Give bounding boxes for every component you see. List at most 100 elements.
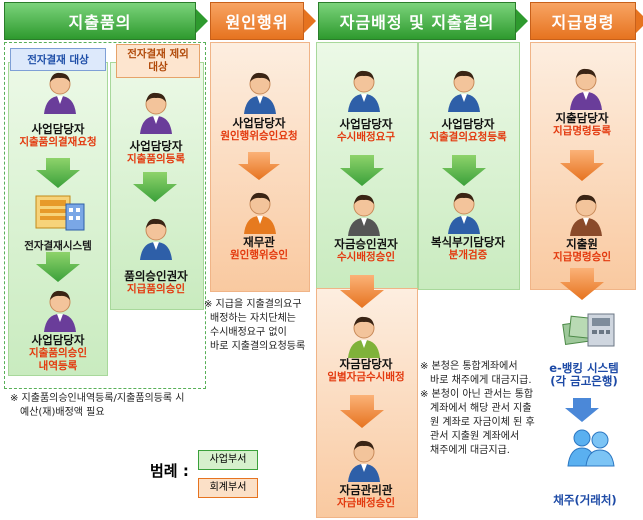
task-label: 원인행위승인요청	[220, 130, 298, 142]
task-label: 지급품의승인	[127, 283, 185, 295]
legend-green-swatch: 사업부서	[198, 450, 258, 470]
header-payment-order: 지급명령	[530, 2, 643, 40]
role-label: 지출원	[566, 237, 598, 251]
arrow-down	[340, 275, 384, 308]
note-line: 바로 채주에게 대금지급.	[430, 375, 532, 386]
header-label: 지출품의	[68, 13, 132, 32]
task-label: 내역등록	[38, 360, 78, 372]
arrow-down	[238, 152, 280, 180]
task-label: (각 금고은행)	[550, 374, 618, 388]
role-label: 복식부기담당자	[430, 235, 506, 249]
node-16: e-뱅킹 시스템(각 금고은행)	[532, 362, 636, 388]
note-line: 수시배정요구 없이	[210, 327, 287, 338]
task-label: 자금배정승인	[337, 497, 395, 509]
task-label: 지급명령승인	[553, 251, 611, 263]
task-label: 지출품의승인	[29, 347, 87, 359]
note-budget: ※ 지출품의승인내역등록/지출품의등록 시 예산(재)배정액 필요	[10, 392, 210, 420]
legend-orange-swatch: 회계부서	[198, 478, 258, 498]
task-label: 수시배정승인	[337, 251, 395, 263]
note-line: 원 계좌로 자금이체 된 후	[430, 417, 535, 428]
role-label: 사업담당자	[129, 139, 183, 153]
arrow-down	[340, 395, 384, 428]
role-label: 자금관리관	[339, 483, 393, 497]
tag-electronic-excluded: 전자결재 제외 대상	[116, 44, 200, 78]
role-label: 사업담당자	[441, 117, 495, 131]
note-line: ※ 본청이 아닌 관서는 통합	[420, 389, 534, 400]
role-label: 품의승인권자	[124, 269, 188, 283]
header-label: 원인행위	[225, 13, 289, 32]
role-label: 채주(거래처)	[553, 493, 617, 507]
creditor-people-icon	[567, 429, 615, 467]
role-label: 사업담당자	[31, 122, 85, 136]
person-icon	[448, 192, 480, 234]
tag-electronic-subject: 전자결재 대상	[10, 48, 106, 71]
arrow-down	[340, 155, 384, 186]
role-label: 자금승인권자	[334, 237, 398, 251]
header-fund-allocation: 자금배정 및 지출결의	[318, 2, 528, 40]
role-label: 재무관	[243, 235, 275, 249]
arrow-down	[133, 172, 177, 202]
note-line: ※ 본청은 통합계좌에서	[420, 361, 518, 372]
tag-label: 전자결재 제외 대상	[127, 48, 189, 73]
task-label: 지출결의요청등록	[429, 131, 507, 143]
person-icon	[448, 70, 480, 112]
task-label: 일별자금수시배정	[327, 371, 405, 383]
note-line: ※ 지출품의승인내역등록/지출품의등록 시	[10, 393, 185, 404]
person-icon	[44, 290, 76, 332]
person-icon	[348, 440, 380, 482]
task-label: 지출품의등록	[127, 153, 185, 165]
person-icon	[570, 194, 602, 236]
node-17: 채주(거래처)	[540, 494, 630, 507]
arrow-down	[560, 268, 604, 300]
note-line: ※ 지급을 지출결의요구	[204, 299, 302, 310]
legend-green-label: 사업부서	[209, 454, 247, 465]
person-icon	[570, 68, 602, 110]
note-line: 예산(재)배정액 필요	[20, 407, 105, 418]
note-allocation: ※ 지급을 지출결의요구 배정하는 자치단체는 수시배정요구 없이 바로 지출결…	[204, 298, 320, 354]
note-line: 계좌에서 해당 관서 지출	[430, 403, 532, 414]
task-label: 지급명령등록	[553, 125, 611, 137]
task-label: 수시배정요구	[337, 131, 395, 143]
electronic-approval-system-icon	[35, 195, 85, 231]
arrow-down	[36, 252, 80, 282]
role-label: e-뱅킹 시스템	[549, 361, 619, 375]
note-payment: ※ 본청은 통합계좌에서 바로 채주에게 대금지급. ※ 본청이 아닌 관서는 …	[420, 360, 546, 458]
person-icon	[44, 72, 76, 114]
task-label: 원인행위승인	[230, 249, 288, 261]
header-expenditure-request: 지출품의	[4, 2, 208, 40]
arrow-down	[36, 158, 80, 188]
note-line: 배정하는 자치단체는	[210, 313, 296, 324]
legend: 범례 : 사업부서 회계부서	[150, 448, 270, 508]
note-line: 채주에게 대금지급.	[430, 445, 510, 456]
person-icon	[348, 194, 380, 236]
person-icon	[348, 316, 380, 358]
system-label: 전자결재시스템	[24, 240, 92, 252]
role-label: 지출담당자	[555, 111, 609, 125]
arrow-down	[560, 150, 604, 181]
person-icon	[348, 70, 380, 112]
person-icon	[244, 192, 276, 234]
role-label: 사업담당자	[232, 116, 286, 130]
person-icon	[140, 92, 172, 134]
node-2: 전자결재시스템	[12, 240, 104, 253]
note-line: 관서 지출원 계좌에서	[430, 431, 520, 442]
task-label: 지출품의결재요청	[19, 136, 97, 148]
header-cause-action: 원인행위	[210, 2, 316, 40]
role-label: 사업담당자	[339, 117, 393, 131]
person-icon	[244, 72, 276, 114]
header-label: 지급명령	[551, 13, 615, 32]
